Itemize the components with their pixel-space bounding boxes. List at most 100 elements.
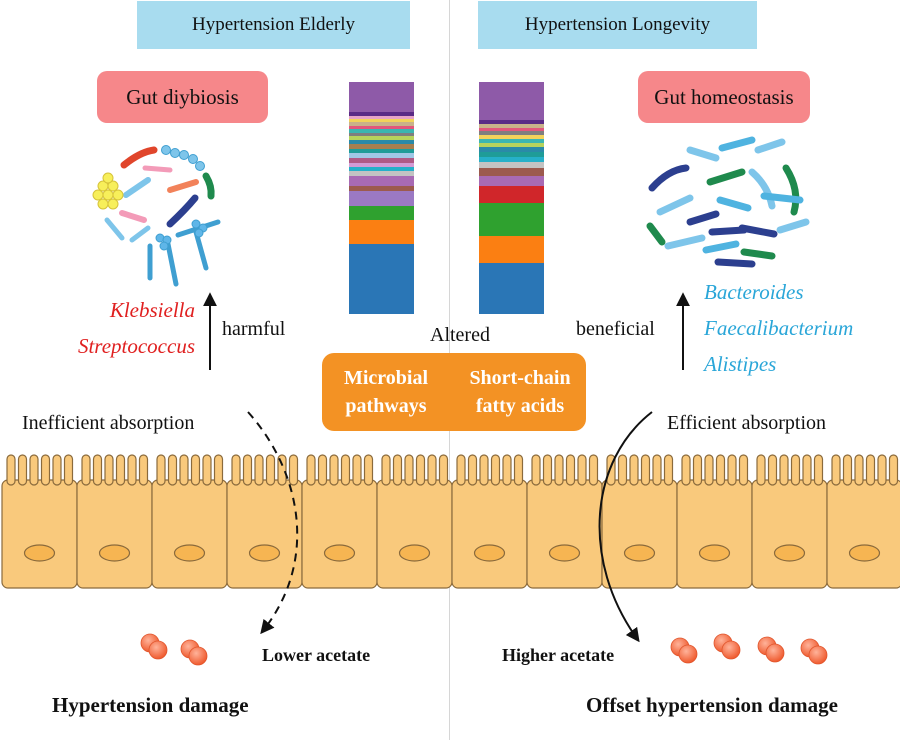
microvillus (340, 454, 351, 486)
microvillus (617, 454, 628, 486)
gut-homeostasis-box: Gut homeostasis (638, 71, 810, 123)
epithelial-cell (526, 479, 603, 589)
microvillus (381, 454, 391, 486)
microvillus (865, 454, 876, 486)
epithelial-cell (376, 479, 453, 589)
microvillus (531, 454, 541, 486)
acetate-dots-lower (140, 633, 208, 666)
microbial-pathways-line2: pathways (345, 395, 427, 417)
short-chain-fatty-acids-line1: Short-chain (469, 367, 571, 389)
cell-nucleus (848, 544, 881, 562)
cell-nucleus (323, 544, 356, 562)
beneficial-label: beneficial (576, 318, 655, 340)
microvillus (352, 454, 362, 486)
microvillus (179, 454, 189, 486)
microvillus (652, 454, 662, 486)
taxon-klebsiella: Klebsiella (109, 298, 195, 322)
microvillus (854, 454, 864, 486)
offset-hypertension-damage-label: Offset hypertension damage (586, 693, 838, 717)
microvillus (831, 454, 841, 486)
microvillus (554, 454, 564, 486)
altered-functions-box: Microbial pathways Short-chain fatty aci… (322, 353, 586, 431)
microvillus (490, 454, 501, 486)
microvillus (577, 454, 587, 486)
microvillus (877, 454, 887, 486)
stacked-bar-longevity (479, 82, 544, 314)
cell-nucleus (98, 544, 131, 562)
epithelial-cell (226, 479, 303, 589)
microvillus (104, 454, 114, 486)
epithelial-cell (451, 479, 528, 589)
inefficient-absorption-label: Inefficient absorption (22, 412, 195, 434)
microvillus (392, 454, 403, 486)
microvillus (842, 454, 853, 486)
microvillus (438, 454, 449, 486)
cell-nucleus (398, 544, 431, 562)
solid-flow-arrow-icon (598, 411, 653, 643)
microvillus (63, 454, 74, 486)
microvillus (317, 454, 328, 486)
microvillus (127, 454, 137, 486)
microvillus (767, 454, 778, 486)
microvillus (288, 454, 299, 486)
taxon-faecalibacterium: Faecalibacterium (704, 316, 854, 340)
microvillus (52, 454, 62, 486)
altered-label: Altered (430, 324, 490, 346)
epithelial-cell (76, 479, 153, 589)
microvillus (727, 454, 737, 486)
homeostasis-bacteria-cluster-icon (646, 136, 810, 268)
microvillus (629, 454, 639, 486)
microvillus (681, 454, 691, 486)
microvillus (231, 454, 241, 486)
microvillus (756, 454, 766, 486)
stacked-bar-elderly (349, 82, 414, 314)
taxon-alistipes: Alistipes (704, 352, 777, 376)
cell-nucleus (623, 544, 656, 562)
short-chain-fatty-acids-line2: fatty acids (475, 395, 565, 417)
epithelial-cell (1, 479, 78, 589)
microvillus (29, 454, 39, 486)
microvillus (190, 454, 201, 486)
lower-acetate-label: Lower acetate (262, 645, 371, 665)
microvillus (363, 454, 374, 486)
microvillus (715, 454, 726, 486)
microvillus (692, 454, 703, 486)
microbial-pathways-line1: Microbial (343, 367, 429, 389)
cell-nucleus (248, 544, 281, 562)
intestinal-epithelium (1, 454, 900, 589)
microvillus (513, 454, 524, 486)
microvillus (415, 454, 426, 486)
microvillus (542, 454, 553, 486)
microvillus (738, 454, 749, 486)
microvillus (167, 454, 178, 486)
epithelial-cell (751, 479, 828, 589)
acetate-dots-higher (670, 633, 828, 665)
microvillus (427, 454, 437, 486)
cell-nucleus (548, 544, 581, 562)
harmful-label: harmful (222, 318, 286, 340)
epithelial-cell (826, 479, 900, 589)
cell-nucleus (698, 544, 731, 562)
efficient-absorption-label: Efficient absorption (667, 412, 827, 434)
microvillus (704, 454, 714, 486)
microvillus (6, 454, 16, 486)
microvillus (779, 454, 789, 486)
microvillus (888, 454, 899, 486)
microvillus (17, 454, 28, 486)
taxon-streptococcus: Streptococcus (77, 334, 195, 358)
microvillus (663, 454, 674, 486)
cell-nucleus (773, 544, 806, 562)
microvillus (202, 454, 212, 486)
epithelial-cell (301, 479, 378, 589)
microvillus (640, 454, 651, 486)
microvillus (802, 454, 812, 486)
microvillus (254, 454, 264, 486)
microvillus (329, 454, 339, 486)
microvillus (404, 454, 414, 486)
microvillus (213, 454, 224, 486)
header-hypertension-longevity: Hypertension Longevity (478, 1, 757, 49)
microvillus (277, 454, 287, 486)
microvillus (813, 454, 824, 486)
microvillus (92, 454, 103, 486)
